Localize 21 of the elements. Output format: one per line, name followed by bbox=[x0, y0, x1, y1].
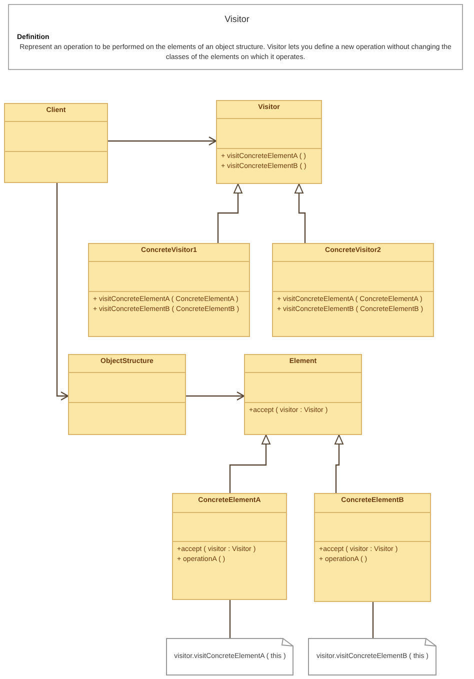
inheritance-arrow bbox=[229, 434, 270, 493]
class-box bbox=[172, 493, 287, 600]
association-arrow bbox=[108, 136, 217, 146]
class-box bbox=[68, 354, 186, 435]
class-box bbox=[244, 354, 362, 435]
class-box bbox=[88, 243, 250, 337]
note-shape bbox=[166, 638, 294, 676]
class-box bbox=[314, 493, 431, 602]
class-box bbox=[4, 103, 108, 183]
inheritance-arrow bbox=[334, 434, 344, 493]
connector-line bbox=[229, 600, 231, 638]
connector-line bbox=[372, 602, 374, 638]
association-arrow bbox=[56, 183, 69, 401]
note-shape bbox=[308, 638, 437, 676]
class-box bbox=[216, 100, 322, 184]
inheritance-arrow bbox=[294, 184, 306, 243]
diagram-title: Visitor bbox=[224, 14, 250, 24]
inheritance-arrow bbox=[217, 184, 242, 243]
definition-panel bbox=[8, 4, 463, 70]
association-arrow bbox=[186, 391, 245, 401]
class-box bbox=[272, 243, 434, 337]
